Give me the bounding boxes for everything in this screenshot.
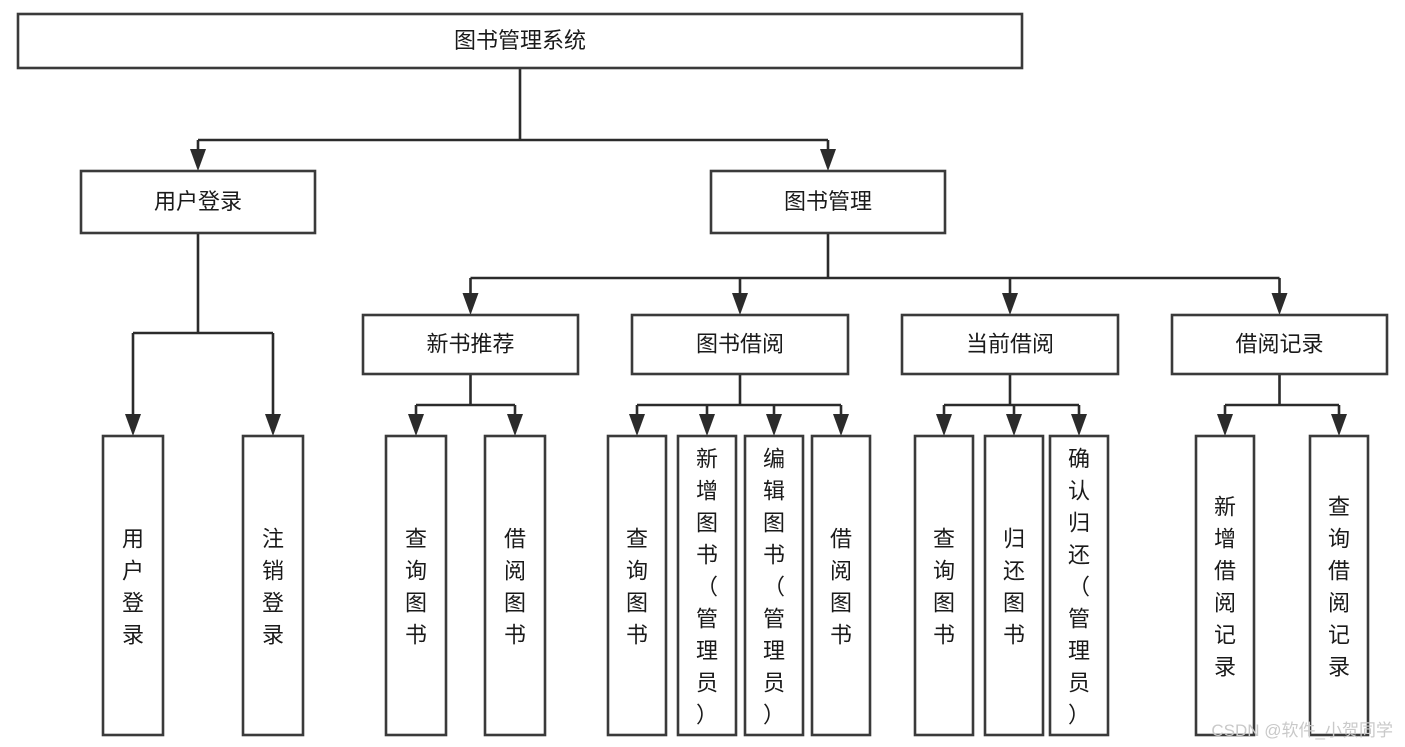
leaf-node-leaf-return-book[interactable]: 归还图书 [983, 434, 1045, 737]
level2-node-book-manage[interactable]: 图书管理 [709, 169, 947, 235]
leaf-node-leaf-query-record[interactable]: 查询借阅记录 [1308, 434, 1370, 737]
leaf-node-leaf-borrow-book[interactable]: 借阅图书 [810, 434, 872, 737]
leaf-node-leaf-query-book-current[interactable]: 查询图书 [913, 434, 975, 737]
level3-node-current-borrow[interactable]: 当前借阅 [900, 313, 1120, 376]
node-label: 归还图书 [1003, 526, 1025, 647]
level3-node-book-borrow[interactable]: 图书借阅 [630, 313, 850, 376]
leaf-node-leaf-edit-book[interactable]: 编辑图书（管理员） [743, 434, 805, 737]
leaf-node-leaf-user-login[interactable]: 用户登录 [101, 434, 165, 737]
node-label: 查询借阅记录 [1328, 494, 1350, 679]
node-label: 新增图书（管理员） [696, 446, 718, 727]
level3-node-borrow-record[interactable]: 借阅记录 [1170, 313, 1389, 376]
leaf-node-leaf-add-record[interactable]: 新增借阅记录 [1194, 434, 1256, 737]
node-label: 图书管理系统 [454, 28, 586, 53]
connector-root [190, 68, 836, 171]
level3-node-new-book-recommend[interactable]: 新书推荐 [361, 313, 580, 376]
node-label: 借阅记录 [1235, 331, 1323, 356]
leaf-node-leaf-borrow-book-rec[interactable]: 借阅图书 [483, 434, 547, 737]
connector-book-manage [462, 233, 1288, 315]
connector-current-borrow [936, 374, 1087, 436]
connector-user-login [125, 233, 281, 436]
node-label: 新书推荐 [426, 331, 514, 356]
node-label: 用户登录 [122, 526, 144, 647]
node-label: 查询图书 [933, 526, 955, 647]
node-label: 用户登录 [154, 189, 242, 214]
csdn-watermark: CSDN @软件_小贺同学 [1211, 721, 1393, 740]
node-layer: 图书管理系统用户登录图书管理新书推荐图书借阅当前借阅借阅记录用户登录注销登录查询… [16, 12, 1389, 737]
node-label: 图书借阅 [696, 331, 784, 356]
leaf-node-leaf-add-book[interactable]: 新增图书（管理员） [676, 434, 738, 737]
node-label: 编辑图书（管理员） [763, 446, 785, 727]
connector-borrow-record [1217, 374, 1347, 436]
node-label: 查询图书 [626, 526, 648, 647]
connector-book-borrow [629, 374, 849, 436]
connector-new-book-recommend [408, 374, 523, 436]
connector-layer [125, 68, 1347, 436]
leaf-node-leaf-query-book-rec[interactable]: 查询图书 [384, 434, 448, 737]
node-label: 借阅图书 [830, 526, 852, 647]
node-label: 查询图书 [405, 526, 427, 647]
node-label: 注销登录 [262, 526, 284, 647]
leaf-node-leaf-confirm-return[interactable]: 确认归还（管理员） [1048, 434, 1110, 737]
node-label: 确认归还（管理员） [1068, 446, 1090, 727]
leaf-node-leaf-user-logout[interactable]: 注销登录 [241, 434, 305, 737]
root-node-root[interactable]: 图书管理系统 [16, 12, 1024, 70]
node-label: 借阅图书 [504, 526, 526, 647]
node-label: 图书管理 [784, 189, 872, 214]
leaf-node-leaf-query-book-borrow[interactable]: 查询图书 [606, 434, 668, 737]
level2-node-user-login[interactable]: 用户登录 [79, 169, 317, 235]
node-label: 当前借阅 [966, 331, 1054, 356]
node-label: 新增借阅记录 [1214, 494, 1236, 679]
